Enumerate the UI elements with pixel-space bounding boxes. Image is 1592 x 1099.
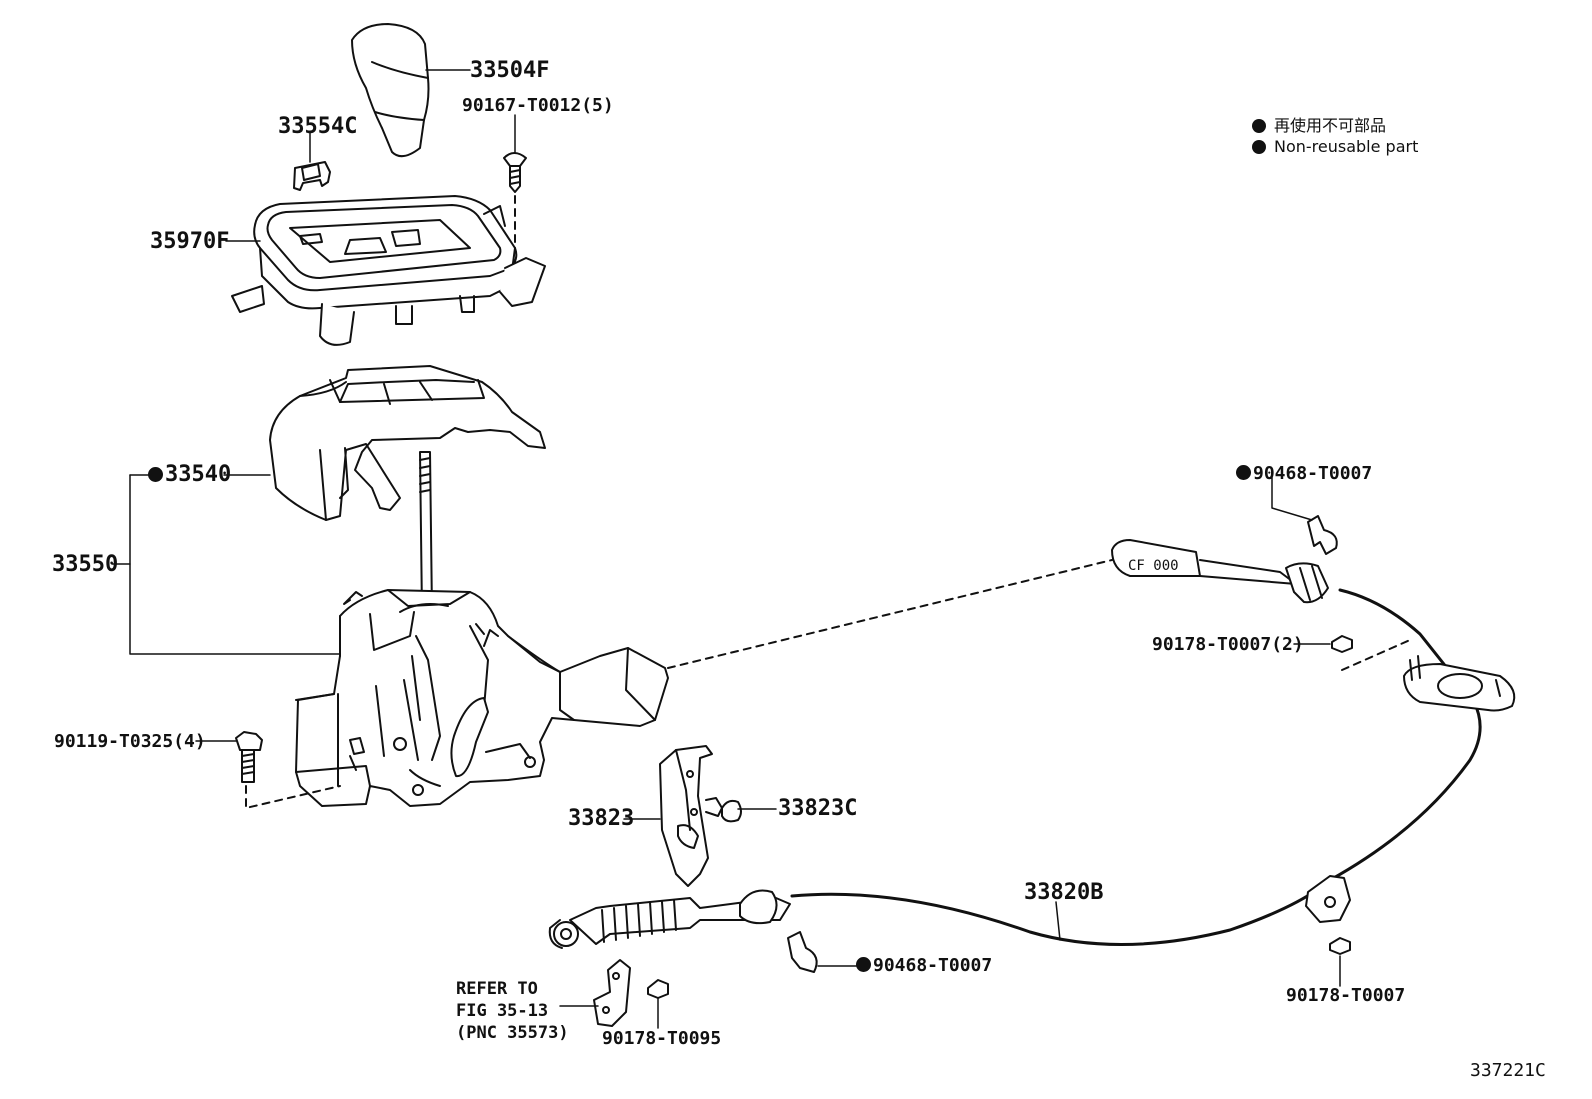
dashed-guide-cable [667,559,1113,669]
non-reusable-dot [856,957,871,972]
label-33823C: 33823C [778,796,858,821]
label-90468-T0007-upper: 90468-T0007 [1236,465,1372,483]
label-90119-T0325: 90119-T0325(4) [54,731,206,752]
dashed-guide-nut [1341,639,1411,671]
label-33550: 33550 [52,552,119,577]
non-reusable-dot [1236,465,1251,480]
label-90178-T0007: 90178-T0007 [1286,985,1406,1006]
nut-90178-T0095 [647,979,669,999]
label-33823: 33823 [568,806,635,831]
label-33820B: 33820B [1024,880,1104,905]
label-90468-T0007-lower: 90468-T0007 [856,957,992,975]
legend-en: Non-reusable part [1252,137,1418,156]
refer-line-3: (PNC 35573) [456,1023,569,1043]
shift-knob [351,23,430,158]
label-33540: 33540 [148,464,231,486]
clip-upper [1307,515,1338,555]
label-90178-T0007-2: 90178-T0007(2) [1152,634,1304,655]
label-33504F: 33504F [470,58,550,83]
screw-33823C [705,797,742,823]
nut-upper [1331,635,1353,653]
clip-part [293,161,331,191]
label-33540-text: 33540 [165,462,232,487]
figure-id: 337221C [1470,1060,1546,1081]
screw-top [503,152,527,193]
clip-lower [787,931,818,973]
dashed-guide-bolt [245,785,341,809]
label-35970F: 35970F [150,229,230,254]
nut-lower [1329,937,1351,955]
label-90178-T0095: 90178-T0095 [602,1028,722,1049]
label-90468-lower-text: 90468-T0007 [873,955,993,976]
legend-en-text: Non-reusable part [1274,137,1419,156]
legend-dot [1252,119,1266,133]
label-33554C: 33554C [278,114,358,139]
legend-jp: 再使用不可部品 [1252,112,1386,136]
shift-cover [269,365,546,521]
cable-tag-text: CF 000 [1128,558,1179,574]
refer-line-1: REFER TO [456,979,538,999]
non-reusable-dot [148,467,163,482]
shift-rod [419,451,433,613]
indicator-panel [231,195,546,346]
legend-jp-text: 再使用不可部品 [1274,116,1387,135]
bracket-33823 [659,745,713,887]
refer-line-2: FIG 35-13 [456,1001,549,1021]
label-90468-upper-text: 90468-T0007 [1253,463,1373,484]
leader-lines [111,69,1341,1029]
shift-cable: CF 000 [548,539,1516,949]
shift-lever-base [295,589,669,807]
bracket-35573 [593,959,631,1027]
bolt-left [235,731,263,783]
label-90167-T0012: 90167-T0012(5) [462,95,614,116]
legend-dot [1252,140,1266,154]
refer-note: REFER TO FIG 35-13 (PNC 35573) [456,978,569,1044]
